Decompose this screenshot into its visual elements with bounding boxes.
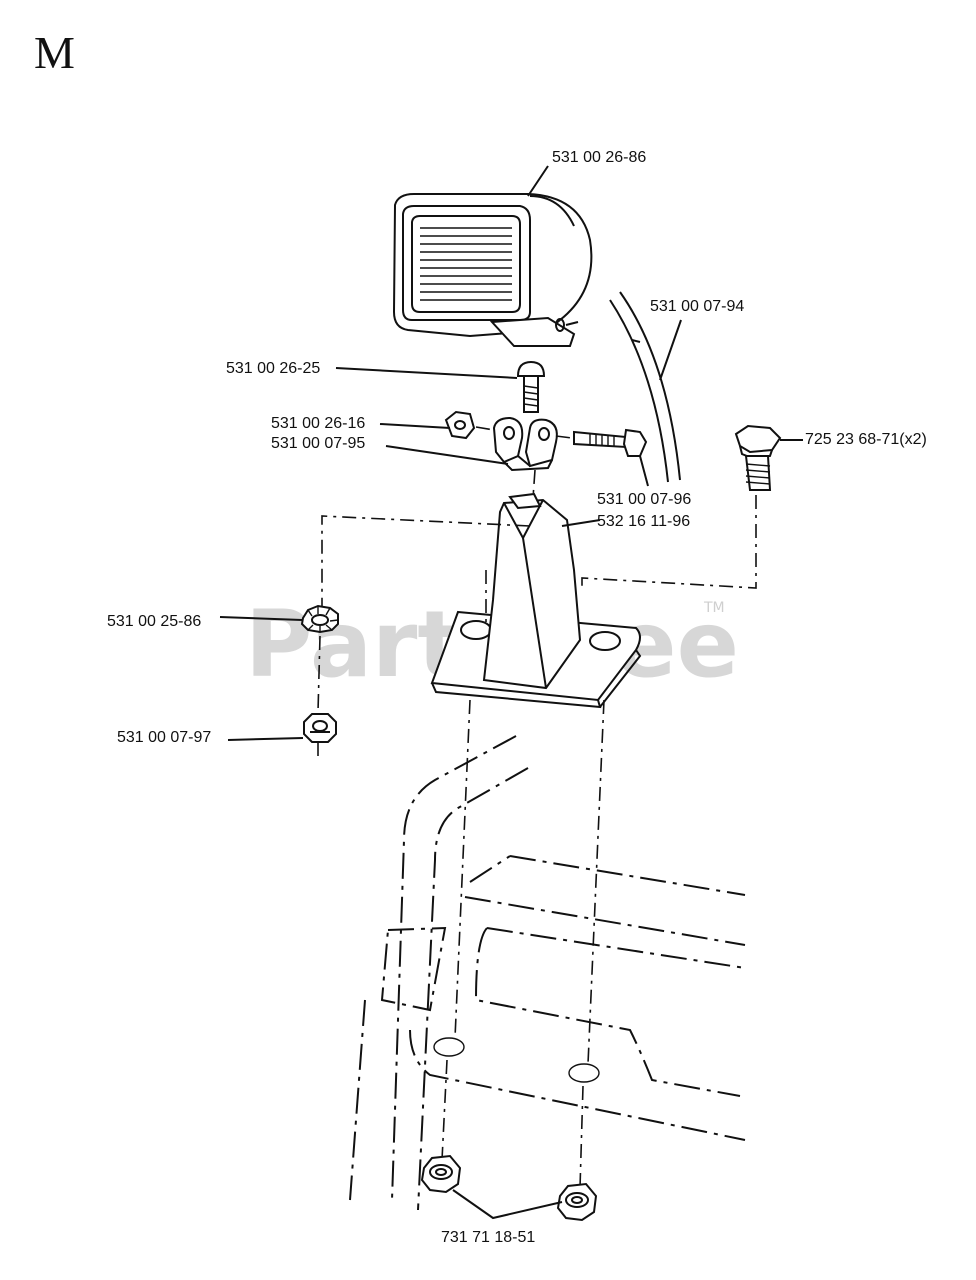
leader-lock-washer bbox=[219, 616, 303, 621]
label-lock-washer: 531 00 25-86 bbox=[107, 613, 201, 630]
centerline-right-hole bbox=[587, 699, 605, 1065]
mower-frame-outline bbox=[349, 735, 746, 1211]
label-flange-nuts: 731 71 18-51 bbox=[441, 1229, 535, 1246]
flange-nut-right bbox=[556, 1182, 598, 1222]
mounting-bracket bbox=[492, 416, 558, 472]
centerline-right-nut bbox=[579, 1085, 584, 1189]
centerline-left-nut bbox=[441, 1059, 448, 1161]
label-mount-post: 532 16 11-96 bbox=[597, 513, 690, 530]
label-hex-bolt: 725 23 68-71(x2) bbox=[805, 431, 927, 448]
centerline-post-to-washer bbox=[321, 515, 531, 606]
label-wire: 531 00 07-94 bbox=[650, 298, 744, 315]
hex-bolt bbox=[734, 424, 782, 491]
label-lock-nut: 531 00 07-97 bbox=[117, 729, 211, 746]
lock-nut bbox=[303, 713, 337, 743]
leader-flange-nuts bbox=[452, 1189, 563, 1220]
section-letter: M bbox=[34, 27, 75, 78]
small-nut bbox=[444, 410, 501, 440]
wire bbox=[609, 291, 681, 483]
carriage-bolt bbox=[516, 360, 546, 413]
leader-small-nut bbox=[379, 423, 451, 429]
centerline-washer-to-nut bbox=[317, 635, 321, 713]
centerline-hex-bolt bbox=[581, 495, 757, 590]
label-long-bolt: 531 00 07-96 bbox=[597, 491, 691, 508]
label-work-light: 531 00 26-86 bbox=[552, 149, 646, 166]
leader-long-bolt bbox=[639, 455, 649, 487]
label-carriage-bolt: 531 00 26-25 bbox=[226, 360, 320, 377]
leader-bracket bbox=[385, 445, 509, 465]
leader-mount-post bbox=[561, 519, 601, 527]
lock-washer bbox=[300, 604, 339, 634]
leader-lock-nut bbox=[227, 737, 304, 741]
long-bolt bbox=[555, 428, 648, 457]
label-bracket: 531 00 07-95 bbox=[271, 435, 365, 452]
mounting-post bbox=[430, 492, 642, 709]
watermark-trademark: TM bbox=[703, 600, 725, 616]
leader-carriage-bolt bbox=[335, 367, 518, 379]
work-light bbox=[392, 193, 593, 347]
leader-work-light bbox=[527, 165, 549, 197]
frame-hole-left bbox=[433, 1037, 465, 1057]
frame-hole-right bbox=[568, 1063, 600, 1083]
centerline-post-top bbox=[532, 469, 536, 499]
label-small-nut: 531 00 26-16 bbox=[271, 415, 365, 432]
leader-wire bbox=[659, 319, 682, 381]
centerline-left-hole bbox=[454, 699, 471, 1039]
flange-nut-left bbox=[420, 1154, 462, 1194]
